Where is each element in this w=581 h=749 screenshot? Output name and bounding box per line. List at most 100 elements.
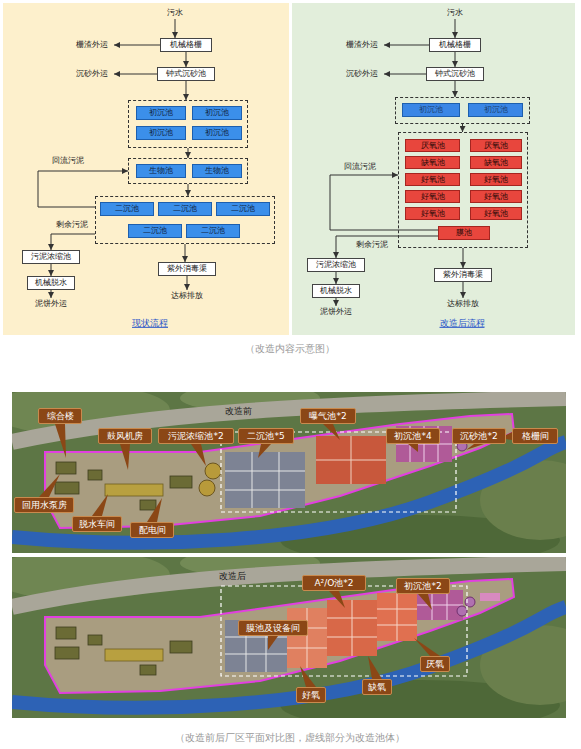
flow-arrow <box>384 45 429 46</box>
dashed-group: 初沉池 初沉池 <box>395 97 530 124</box>
panel-ground <box>292 3 575 335</box>
node-label: 达标排放 <box>171 291 203 300</box>
process-box: 污泥浓缩池 <box>22 250 80 264</box>
tank-box: 二沉池 <box>128 224 182 238</box>
node-label: 栅渣外运 <box>346 40 378 49</box>
flow-text: 污水 <box>160 7 190 19</box>
aerial-before <box>12 392 566 553</box>
node-label: 生物池 <box>205 166 229 175</box>
callout-label: 曝气池*2 <box>300 408 356 424</box>
flow-arrow <box>462 124 463 132</box>
flow-arrow <box>455 19 456 38</box>
node-label: 机械格栅 <box>439 40 471 49</box>
node-label: 厌氧池 <box>484 141 508 150</box>
tank-box: 好氧池 <box>470 190 522 203</box>
node-label: 曝气池*2 <box>309 411 346 421</box>
process-box: 机械格栅 <box>429 38 481 52</box>
tank-box: 初沉池 <box>402 103 460 117</box>
flow-arrow <box>187 276 188 290</box>
node-label: 初沉池 <box>205 108 229 117</box>
node-label: 二沉池 <box>143 226 167 235</box>
flow-arrow <box>186 81 187 100</box>
node-label: 污泥浓缩池 <box>31 252 71 261</box>
dashed-group: 厌氧池厌氧池缺氧池缺氧池好氧池好氧池好氧池好氧池好氧池好氧池膜池 <box>398 132 528 248</box>
node-label: 钟式沉砂池 <box>166 69 206 78</box>
tank-box: 二沉池 <box>158 202 212 216</box>
node-label: 回用水泵房 <box>22 500 67 510</box>
node-label: 泥饼外运 <box>35 299 67 308</box>
node-label: 配电间 <box>139 525 166 535</box>
node-label: 钟式沉砂池 <box>435 69 475 78</box>
dashed-group: 二沉池二沉池二沉池二沉池二沉池 <box>95 196 275 244</box>
flow-arrow <box>114 45 160 46</box>
tank-box: 好氧池 <box>470 207 522 220</box>
callout-label: 配电间 <box>130 522 174 538</box>
tank-box: 厌氧池 <box>470 139 522 152</box>
flow-arrow <box>336 298 337 306</box>
callout-label: 脱水车间 <box>72 516 122 532</box>
flow-arrow <box>186 52 187 67</box>
node-label: 好氧 <box>302 690 320 700</box>
callout-label: 初沉池*4 <box>386 428 440 444</box>
caption: （改造前后厂区平面对比图，虚线部分为改造池体） <box>175 732 405 744</box>
callout-label: 厌氧 <box>420 656 450 672</box>
flow-arrow <box>51 264 52 276</box>
flow-text: 沉砂外运 <box>70 67 114 81</box>
node-label: 缺氧 <box>368 682 386 692</box>
process-box: 紫外消毒渠 <box>158 262 216 276</box>
tank-box: 好氧池 <box>405 173 460 186</box>
node-label: 综合楼 <box>47 411 74 421</box>
flow-arrow <box>114 74 157 75</box>
edge-label: 剩余污泥 <box>356 240 388 249</box>
flow-text: 达标排放 <box>164 290 210 302</box>
map-annotation: 改造前 <box>225 406 252 416</box>
node-label: 沉砂外运 <box>76 69 108 78</box>
flow-arrow <box>455 81 456 97</box>
node-label: 生物池 <box>149 166 173 175</box>
node-label: 机械格栅 <box>170 40 202 49</box>
flow-arrow <box>336 236 438 258</box>
tank-box: 生物池 <box>136 164 186 178</box>
process-box: 钟式沉砂池 <box>157 67 215 81</box>
node-label: 初沉池 <box>149 108 173 117</box>
process-box: 紫外消毒渠 <box>434 268 492 282</box>
node-label: 缺氧池 <box>484 158 508 167</box>
tank-box: 初沉池 <box>136 126 186 140</box>
process-box: 机械脱水 <box>312 284 360 298</box>
node-label: 膜池 <box>456 228 472 237</box>
node-label: 初沉池 <box>149 128 173 137</box>
callout-label: 格栅间 <box>512 428 558 444</box>
flow-arrow <box>188 184 189 196</box>
tank-box: 厌氧池 <box>405 139 460 152</box>
tank-box: 初沉池 <box>468 103 523 117</box>
flow-arrow <box>463 248 464 268</box>
tank-box: 二沉池 <box>186 224 240 238</box>
edge-label: 剩余污泥 <box>56 220 88 229</box>
node-label: 初沉池*4 <box>394 431 431 441</box>
callout-label: 好氧 <box>296 687 326 703</box>
node-label: 好氧池 <box>484 175 508 184</box>
flow-text: 泥饼外运 <box>28 298 74 310</box>
flow-text: 达标排放 <box>440 298 486 310</box>
map-annotation: 改造后 <box>219 571 246 581</box>
node-label: 初沉池 <box>484 106 508 115</box>
node-label: 厌氧 <box>426 659 444 669</box>
node-label: 好氧池 <box>421 209 445 218</box>
flow-arrow <box>185 244 186 262</box>
tank-box: 膜池 <box>438 226 490 240</box>
flow-arrow <box>336 272 337 284</box>
tank-box: 好氧池 <box>405 190 460 203</box>
node-label: 鼓风机房 <box>107 431 143 441</box>
tank-box: 生物池 <box>192 164 242 178</box>
node-label: 格栅间 <box>522 431 549 441</box>
panel-ground <box>3 3 289 335</box>
node-label: 二沉池 <box>201 226 225 235</box>
caption: （改造内容示意图） <box>245 343 335 355</box>
tank-box: 缺氧池 <box>405 156 460 169</box>
node-label: 机械脱水 <box>320 286 352 295</box>
callout-label: 鼓风机房 <box>98 428 152 444</box>
tank-box: 初沉池 <box>192 106 242 120</box>
node-label: 厌氧池 <box>421 141 445 150</box>
tank-box: 二沉池 <box>100 202 154 216</box>
node-label: 二沉池 <box>231 204 255 213</box>
